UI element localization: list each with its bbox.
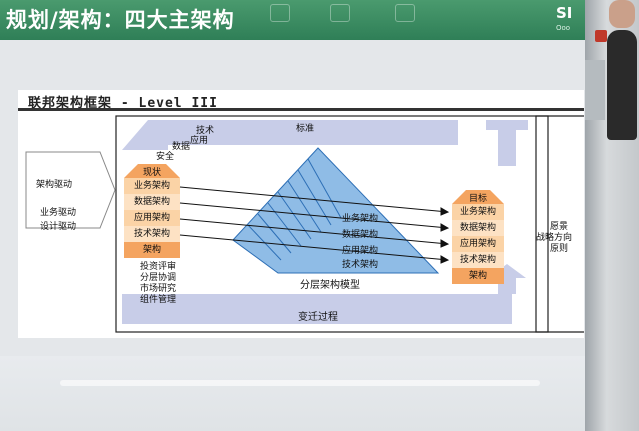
target-row: [452, 236, 504, 252]
output-chevron: [535, 115, 584, 333]
hexagon-decoration: [330, 4, 350, 22]
framework-title: 联邦架构框架 - Level III: [28, 96, 218, 111]
driver-arrow: [25, 151, 116, 229]
target-row: [452, 268, 504, 284]
invest-review: 投资评审: [140, 262, 177, 272]
target-row: [452, 204, 504, 220]
current-data-architecture: 数据架构: [133, 197, 170, 207]
title-divider: [18, 108, 584, 111]
presenter: [607, 30, 637, 140]
flow-arrow-down: [486, 120, 528, 166]
current-state-header: 现状: [142, 168, 161, 178]
label-standard: 标准: [296, 124, 315, 134]
market-research: 市场研究: [140, 284, 177, 294]
target-architecture: 架构: [468, 271, 487, 281]
target-technology-architecture: 技术架构: [459, 255, 496, 265]
framework-diagram: [25, 115, 584, 333]
hexagon-decoration: [270, 4, 290, 22]
current-row: [124, 210, 180, 226]
background-shelf: [585, 60, 605, 120]
flow-band-top: [122, 120, 458, 150]
strategy-label: 战略方向: [536, 233, 573, 243]
vision-label: 愿景: [550, 222, 569, 232]
flow-label-data: 数据: [172, 142, 191, 152]
layer-data: 数据架构: [342, 230, 379, 240]
presenter-head: [609, 0, 635, 28]
target-application-architecture: 应用架构: [459, 239, 496, 249]
camera-icon: [595, 30, 607, 42]
current-header-shape: [124, 164, 180, 178]
current-row: [124, 178, 180, 194]
flow-label-tech: 技术: [196, 126, 215, 136]
flow-label-app: 应用: [190, 136, 209, 146]
layer-business: 业务架构: [342, 214, 379, 224]
layer-technology: 技术架构: [342, 260, 379, 270]
slide-header: 规划/架构：四大主架构 SI Ooo: [0, 0, 639, 40]
target-data-architecture: 数据架构: [459, 223, 496, 233]
slide-title: 规划/架构：四大主架构: [6, 8, 235, 32]
transition-process-label: 变迁过程: [298, 312, 338, 323]
target-header-shape: [452, 190, 504, 204]
layer-coordination: 分层协调: [140, 273, 177, 283]
target-row: [452, 220, 504, 236]
company-logo-subtitle: Ooo: [556, 24, 571, 32]
flow-label-security: 安全: [156, 152, 175, 162]
current-architecture: 架构: [142, 245, 161, 255]
current-technology-architecture: 技术架构: [133, 229, 170, 239]
current-application-architecture: 应用架构: [133, 213, 170, 223]
webcam-feed: [585, 0, 639, 431]
target-row: [452, 252, 504, 268]
transform-arrows: [179, 186, 450, 264]
principles-label: 原则: [550, 244, 569, 254]
slide-content: 联邦架构框架 - Level III: [18, 90, 584, 338]
target-business-architecture: 业务架构: [459, 207, 496, 217]
current-row: [124, 242, 180, 258]
label-business-driver: 业务驱动: [40, 208, 77, 218]
component-management: 组件管理: [140, 295, 177, 305]
layer-model-label: 分层架构模型: [300, 280, 360, 291]
hexagon-decoration: [395, 4, 415, 22]
layer-application: 应用架构: [342, 246, 379, 256]
current-row: [124, 226, 180, 242]
screen-bottom-area: [0, 356, 585, 431]
current-business-architecture: 业务架构: [133, 181, 170, 191]
layer-prism: [232, 147, 440, 274]
outer-frame: [115, 115, 549, 333]
company-logo: SI: [556, 4, 573, 22]
current-row: [124, 194, 180, 210]
flow-band-bottom: [122, 294, 512, 324]
light-reflection: [60, 380, 540, 386]
label-design-driver: 设计驱动: [40, 222, 77, 232]
label-architecture-driver: 架构驱动: [36, 180, 73, 190]
target-state-header: 目标: [468, 194, 487, 204]
